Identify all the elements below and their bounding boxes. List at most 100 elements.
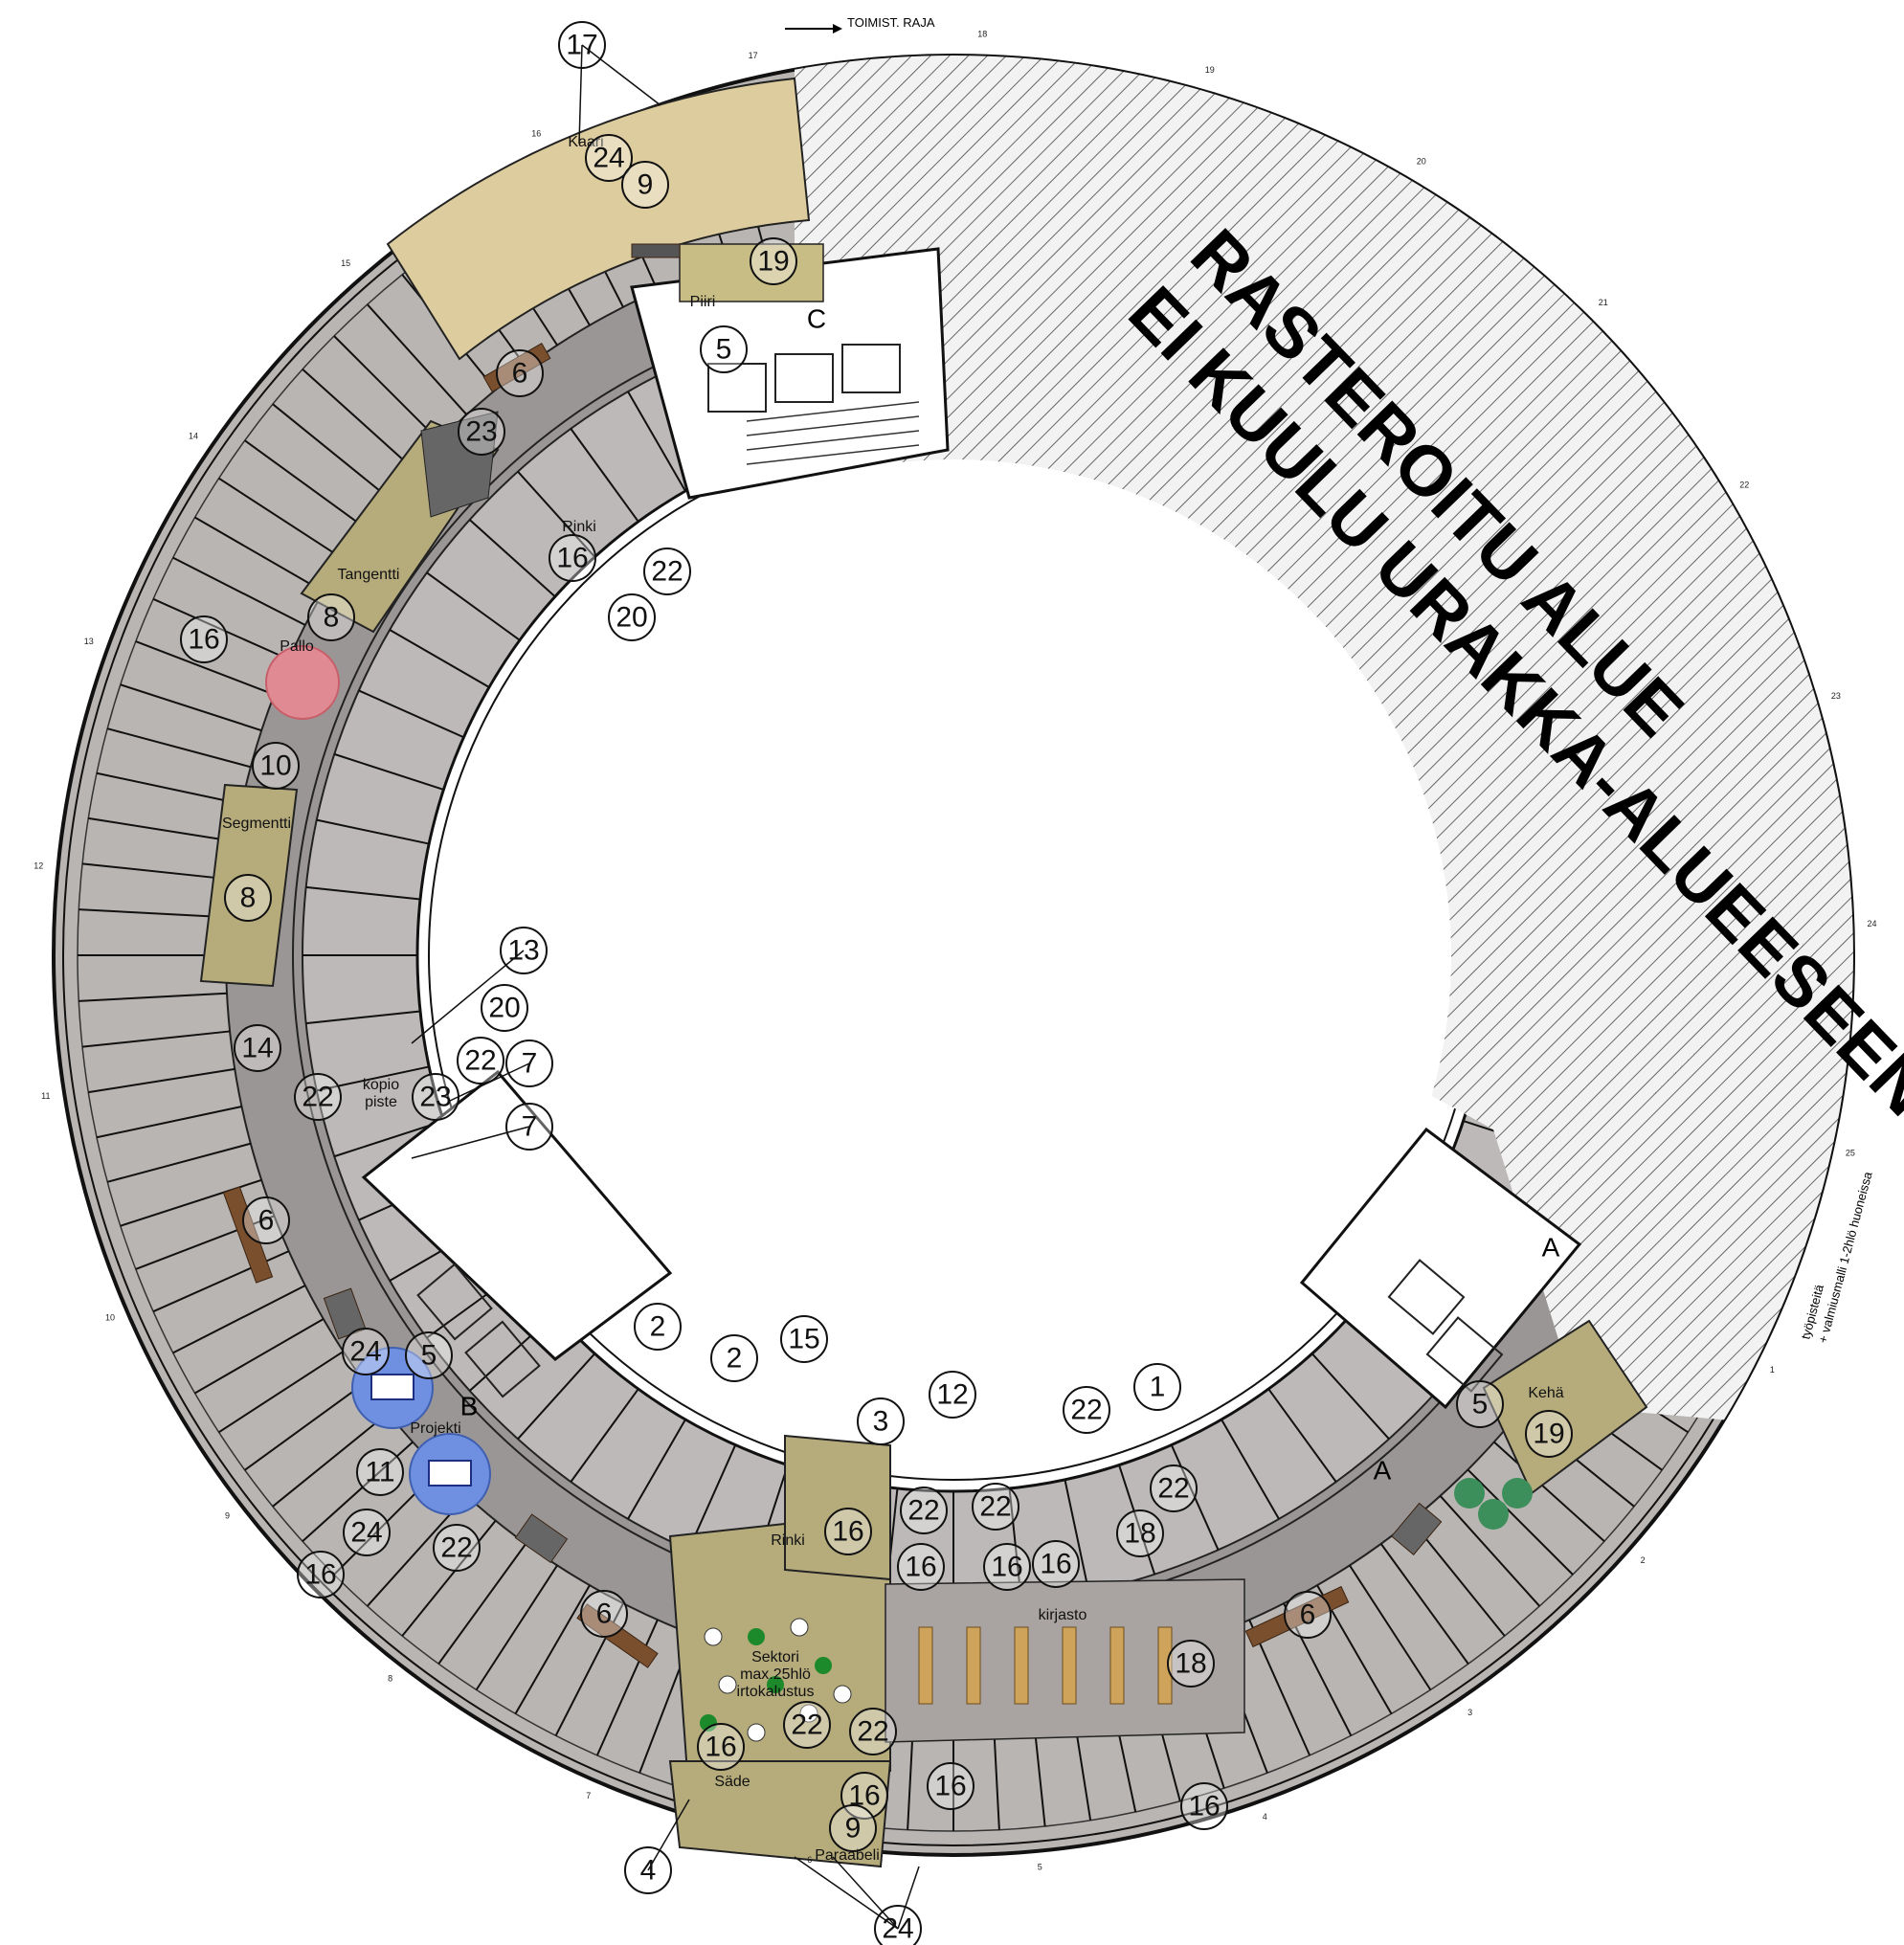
grid-ref-17: 17 xyxy=(749,51,758,60)
room-labels: Piiri Rinki Tangentti Pallo Segmentti ko… xyxy=(222,134,1564,1864)
room-tori-line1: Sektori xyxy=(751,1649,799,1666)
outer-partition xyxy=(401,1520,497,1637)
callout-circle-c22g xyxy=(972,1483,1019,1531)
callout-number-c20b: 20 xyxy=(488,993,520,1024)
callout-circle-c3 xyxy=(857,1397,905,1445)
callout-number-c6c: 6 xyxy=(596,1598,613,1630)
side-note-line2: + valmiusmalli 1-2hlö huoneissa xyxy=(1815,1170,1874,1345)
callout-circle-c11 xyxy=(356,1448,404,1496)
grid-ref-2: 2 xyxy=(1641,1555,1646,1565)
callout-number-c12: 12 xyxy=(936,1379,968,1411)
callout-circle-c16j xyxy=(927,1762,974,1810)
callout-leader xyxy=(578,44,583,145)
callout-number-c15: 15 xyxy=(788,1324,819,1355)
callout-number-c8a: 8 xyxy=(324,602,340,634)
callout-number-c18b: 18 xyxy=(1175,1648,1206,1680)
outer-partition xyxy=(333,335,440,442)
outer-partition xyxy=(437,1543,527,1665)
callout-number-c24a: 24 xyxy=(593,143,624,174)
callout-circle-c16h xyxy=(697,1723,745,1771)
callout-number-c22d: 22 xyxy=(440,1532,472,1564)
room-piiri: Piiri xyxy=(690,294,716,310)
grid-ref-21: 21 xyxy=(1599,298,1608,307)
outer-partition xyxy=(106,1142,252,1183)
outer-partition xyxy=(1439,1495,1540,1607)
callout-circle-c22c xyxy=(294,1073,342,1121)
outer-partition xyxy=(81,1030,231,1048)
callout-number-c2b: 2 xyxy=(727,1343,743,1375)
callout-number-c24c: 24 xyxy=(350,1517,382,1549)
room-tori-line2: max.25hlö xyxy=(740,1666,811,1683)
callout-number-c16c: 16 xyxy=(304,1559,336,1591)
room-sade: Säde xyxy=(714,1774,750,1790)
grid-ref-13: 13 xyxy=(84,637,94,646)
callout-number-c22a: 22 xyxy=(651,556,683,588)
callout-number-c6d: 6 xyxy=(1300,1599,1316,1631)
grid-ref-10: 10 xyxy=(105,1312,115,1322)
grid-ref-20: 20 xyxy=(1417,157,1426,167)
outer-partition xyxy=(172,1285,306,1354)
outer-partition xyxy=(194,1318,325,1395)
callout-number-c11: 11 xyxy=(365,1457,394,1488)
inner-partition xyxy=(1221,1419,1280,1520)
outer-partition xyxy=(81,862,231,881)
outer-partition xyxy=(106,727,252,769)
callout-circle-c15 xyxy=(780,1315,828,1363)
inner-partition xyxy=(468,519,556,598)
callout-circle-c24b xyxy=(342,1328,390,1375)
outer-partition xyxy=(120,683,262,732)
callout-circle-c22j xyxy=(849,1708,897,1755)
callout-circle-c16i xyxy=(840,1772,888,1820)
outer-partition xyxy=(475,1564,558,1690)
inner-partition xyxy=(426,571,521,641)
grid-ref-14: 14 xyxy=(189,431,198,440)
callout-circle-c19a xyxy=(750,237,797,285)
outer-partition xyxy=(78,992,228,1002)
callout-circle-c5a xyxy=(700,325,748,373)
outer-partition xyxy=(244,1381,366,1471)
callout-number-c16b: 16 xyxy=(188,624,219,656)
callout-number-c22f: 22 xyxy=(907,1495,939,1527)
callout-number-c14: 14 xyxy=(241,1033,273,1064)
callout-number-c18a: 18 xyxy=(1124,1518,1155,1550)
zone-letter-c: C xyxy=(807,304,826,334)
inner-partition xyxy=(1310,1353,1390,1441)
callout-number-c22g: 22 xyxy=(979,1491,1011,1523)
inner-partition xyxy=(389,629,490,688)
callout-circle-c20b xyxy=(481,984,528,1032)
callout-circle-c22a xyxy=(643,548,691,595)
grid-ref-18: 18 xyxy=(977,30,987,39)
callout-circle-c16d xyxy=(824,1508,872,1555)
outer-partition xyxy=(88,816,235,843)
room-kirjasto: kirjasto xyxy=(1039,1607,1087,1623)
callout-circle-c10 xyxy=(252,742,300,790)
callout-number-c5c: 5 xyxy=(1472,1389,1489,1420)
grid-ref-24: 24 xyxy=(1867,919,1876,928)
grid-ref-15: 15 xyxy=(341,258,350,268)
grid-ref-25: 25 xyxy=(1846,1148,1855,1157)
callout-number-c23a: 23 xyxy=(465,416,497,448)
inner-partition xyxy=(687,1444,737,1551)
outer-partition xyxy=(172,556,306,626)
outer-partition xyxy=(244,439,366,529)
outer-partition xyxy=(1410,1520,1506,1637)
callout-circle-c9b xyxy=(829,1804,877,1852)
callout-circle-c2a xyxy=(634,1303,682,1351)
outer-partition xyxy=(96,1106,242,1139)
callout-circle-c19b xyxy=(1525,1410,1573,1458)
inner-partition xyxy=(316,1065,430,1092)
callout-circle-c18a xyxy=(1116,1509,1164,1557)
callout-circle-c8a xyxy=(307,593,355,641)
outer-partition xyxy=(78,908,228,919)
inner-partition xyxy=(1118,1464,1156,1576)
inner-partition xyxy=(517,470,596,558)
callout-circle-c16e xyxy=(897,1543,945,1591)
callout-number-c19b: 19 xyxy=(1533,1419,1564,1450)
callout-number-c23b: 23 xyxy=(419,1082,451,1113)
callout-leader xyxy=(832,1856,899,1930)
callout-number-c22c: 22 xyxy=(302,1082,333,1113)
outer-partition xyxy=(152,597,290,660)
callout-number-c5b: 5 xyxy=(421,1340,437,1372)
outer-partition xyxy=(514,1584,591,1714)
